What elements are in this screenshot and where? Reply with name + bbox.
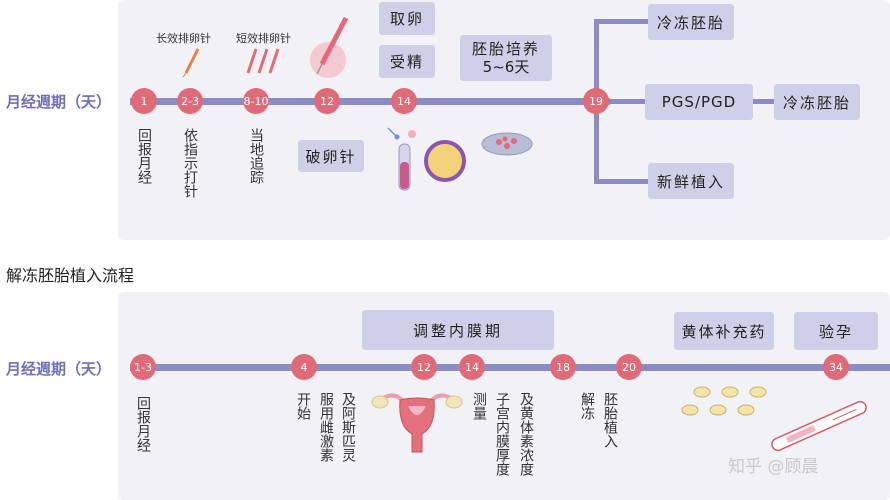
embryo-transfer-text: 胚胎植入 — [602, 392, 618, 448]
short-acting-shot-label: 短效排卵针 — [236, 32, 291, 45]
branch-bottom-line — [594, 179, 650, 184]
pregnancy-test-box: 验孕 — [794, 312, 878, 350]
embryo-culture-days: 5~6天 — [482, 58, 530, 76]
pgs-pgd-box: PGS/PGD — [645, 84, 753, 120]
endometrium-adjust-box: 调整内膜期 — [362, 310, 554, 350]
fet-day-node-1-3: 1-3 — [130, 354, 156, 380]
pills-icon — [681, 386, 767, 416]
fet-day-node-14: 14 — [459, 354, 485, 380]
egg-retrieval-box: 取卵 — [379, 2, 435, 35]
large-syringe-icon — [310, 16, 349, 78]
fet-day-node-18: 18 — [550, 354, 576, 380]
pregnancy-test-icon — [771, 400, 867, 452]
day-node-14: 14 — [391, 88, 417, 114]
day-node-2-3: 2-3 — [177, 88, 203, 114]
fertilization-box: 受精 — [379, 45, 435, 78]
section-title: 解冻胚胎植入流程 — [6, 266, 135, 285]
petri-dish-icon — [481, 132, 533, 156]
measure-text: 测量 — [471, 392, 487, 420]
bottom-axis-label: 月经週期（天） — [6, 360, 112, 378]
and-aspirin-text: 及阿斯匹灵 — [340, 392, 356, 462]
freeze-embryo-after-pgs-box: 冷冻胚胎 — [774, 84, 860, 120]
embryo-culture-label: 胚胎培养 — [471, 40, 540, 58]
freeze-embryo-box: 冷冻胚胎 — [648, 4, 734, 40]
take-estrogen-text: 服用雌激素 — [318, 392, 334, 462]
start-text: 开始 — [295, 392, 311, 420]
egg-cell-icon — [424, 140, 466, 182]
thaw-text: 解冻 — [579, 392, 595, 420]
branch-top-line — [594, 19, 650, 24]
uterus-icon — [371, 393, 463, 453]
follow-instructions-text: 依指示打针 — [182, 128, 198, 198]
sperm-egg-tube-icon — [387, 127, 416, 191]
syringe-trio-icon — [246, 48, 280, 74]
fet-day-node-34: 34 — [823, 354, 849, 380]
fresh-transfer-box: 新鲜植入 — [648, 163, 734, 199]
fet-report-period-text: 回报月经 — [135, 396, 151, 452]
top-axis-label: 月经週期（天） — [6, 93, 112, 111]
embryo-culture-box: 胚胎培养 5~6天 — [460, 35, 552, 81]
fet-day-node-12: 12 — [411, 354, 437, 380]
endometrium-thickness-text: 子宫内膜厚度 — [494, 392, 510, 476]
top-timeline-axis — [130, 98, 610, 105]
report-period-text: 回报月经 — [136, 128, 152, 184]
bottom-timeline-axis — [130, 364, 890, 371]
watermark-text: 知乎 @顾晨 — [728, 457, 819, 477]
day-node-8-10: 8-10 — [243, 88, 269, 114]
trigger-shot-box: 破卵针 — [298, 140, 364, 172]
day-node-12: 12 — [314, 88, 340, 114]
fet-day-node-20: 20 — [616, 354, 642, 380]
fet-day-node-4: 4 — [291, 354, 317, 380]
branch-pgs-line — [752, 99, 776, 104]
syringe-icon — [182, 48, 200, 78]
progesterone-level-text: 及黄体素浓度 — [518, 392, 534, 476]
day-node-19: 19 — [583, 88, 609, 114]
local-tracking-text: 当地追踪 — [248, 128, 264, 184]
luteal-support-box: 黄体补充药 — [674, 312, 774, 350]
long-acting-shot-label: 长效排卵针 — [156, 32, 211, 45]
day-node-1: 1 — [131, 88, 157, 114]
branch-mid-line — [600, 99, 650, 104]
